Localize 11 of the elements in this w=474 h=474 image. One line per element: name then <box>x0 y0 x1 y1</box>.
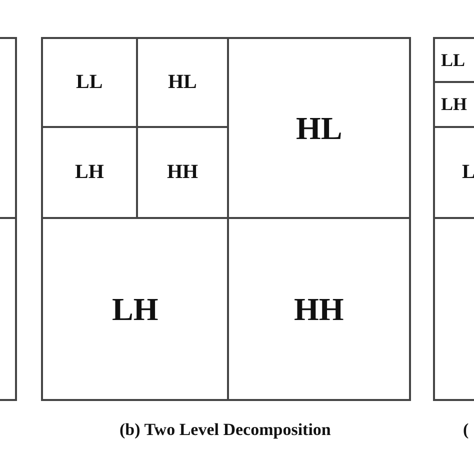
subband-label: HH <box>294 290 344 328</box>
subband-label: HH <box>167 161 198 184</box>
subband-label: HL <box>296 110 342 146</box>
subband-label: HL <box>168 71 197 94</box>
subband-label: LH <box>75 161 104 184</box>
subband-label: LL <box>441 50 466 70</box>
caption-text: (b) Two Level Decomposition <box>120 420 331 440</box>
subband-label: LL <box>76 71 103 94</box>
subband-label: LH <box>112 290 158 328</box>
subband-label: LH <box>441 94 468 115</box>
caption-text: ( <box>463 420 469 440</box>
